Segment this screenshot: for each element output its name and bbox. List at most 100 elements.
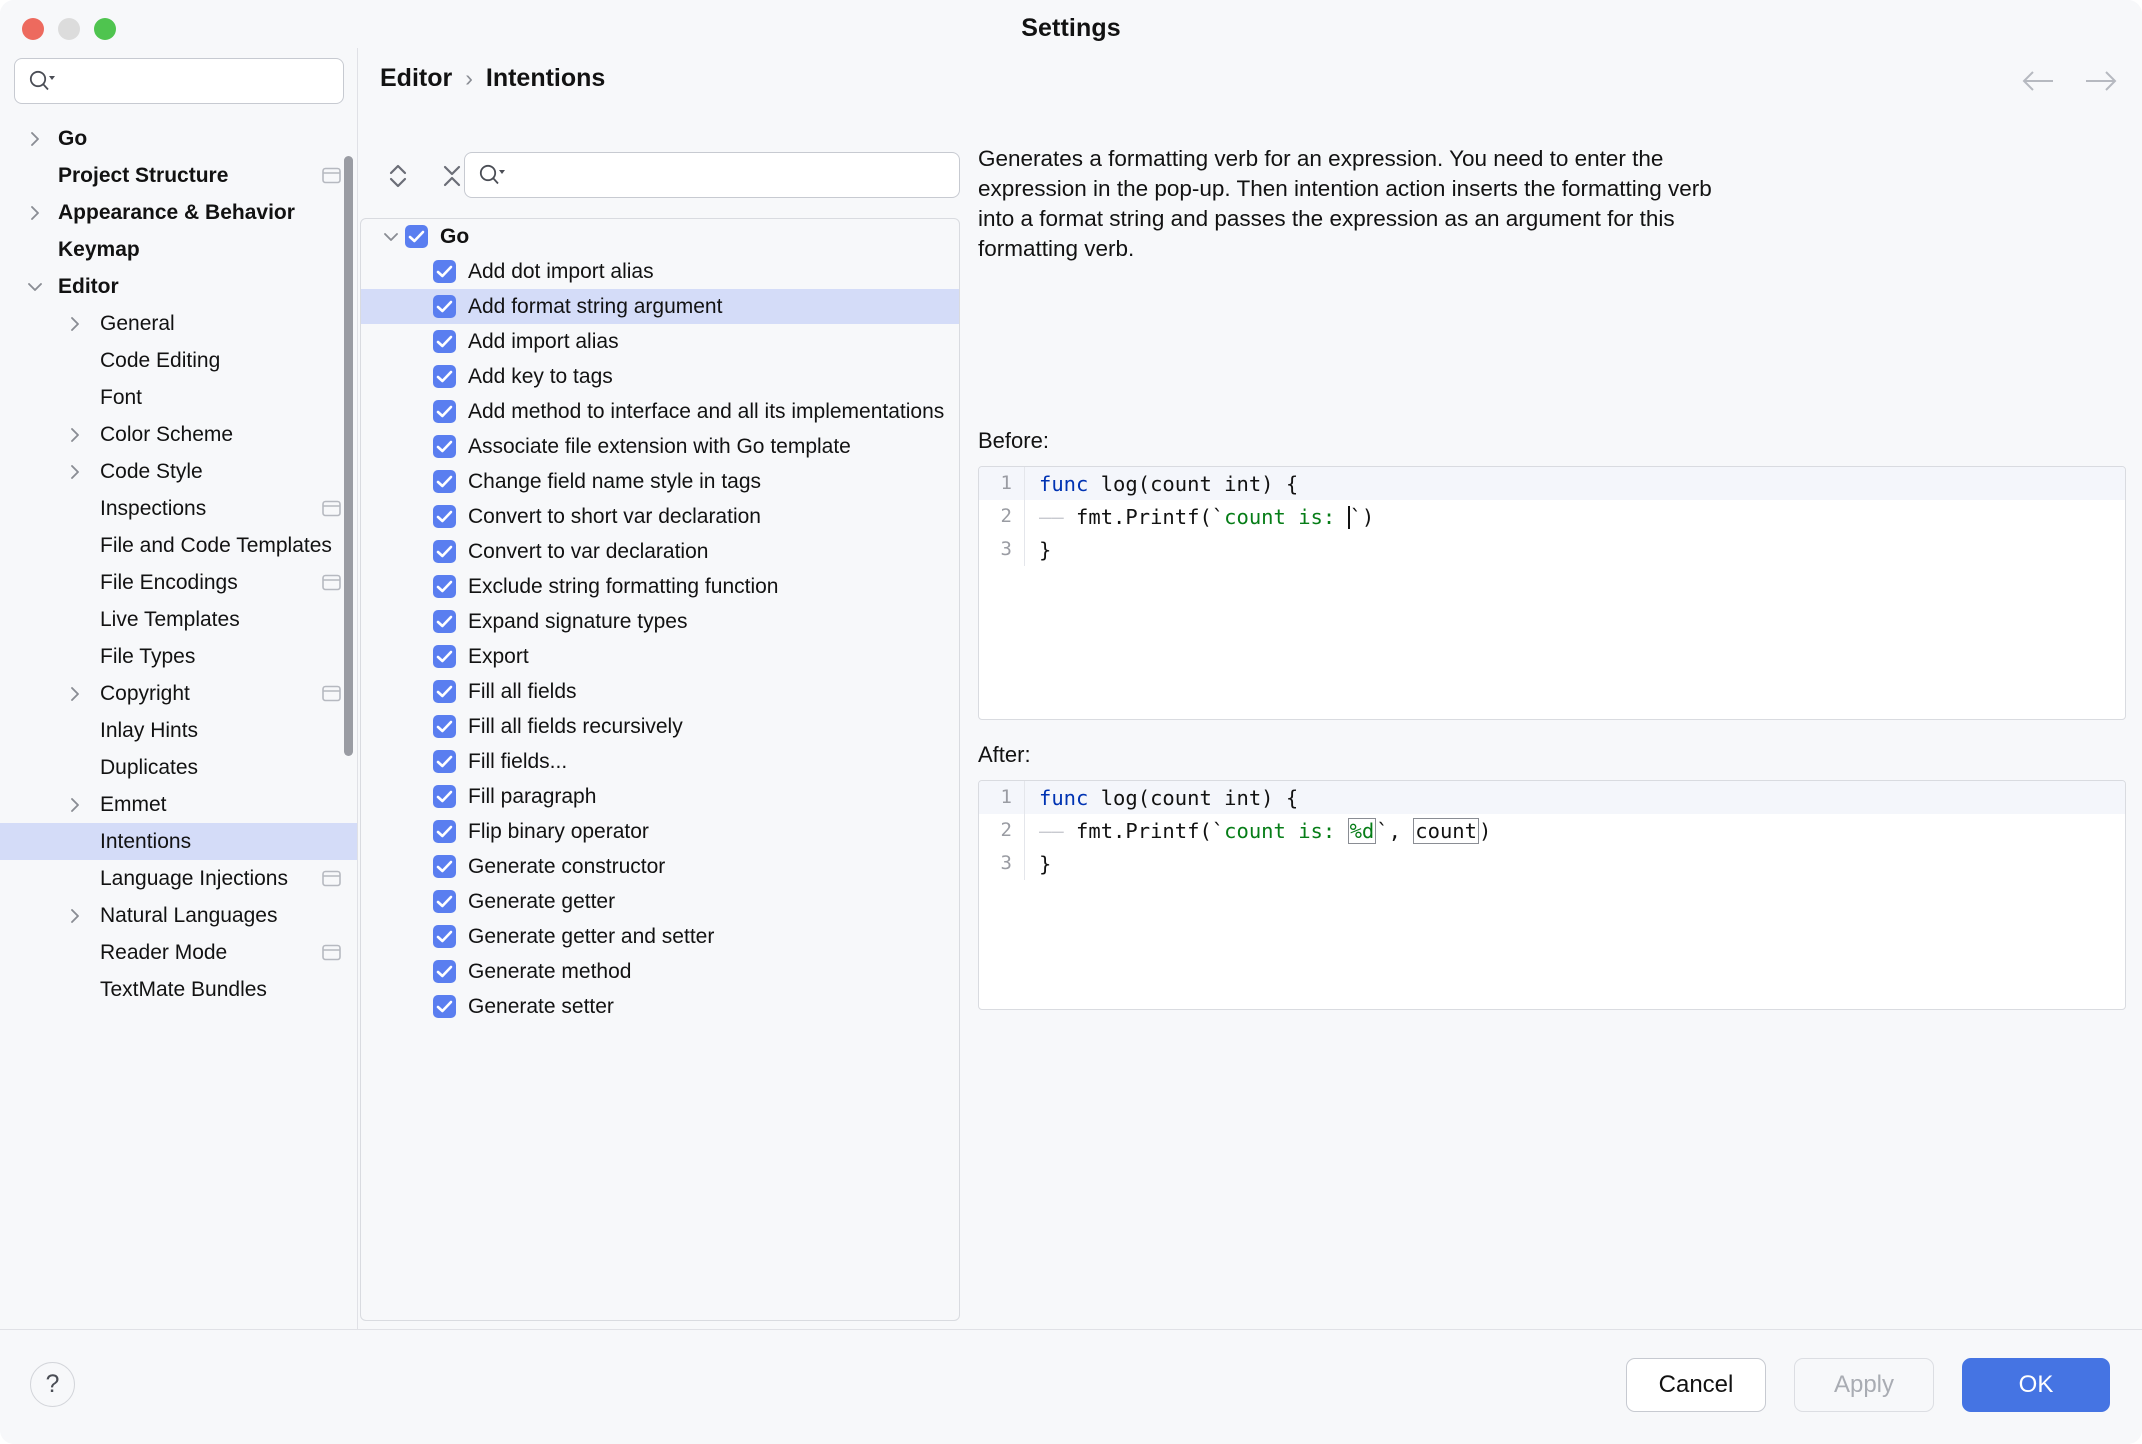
intention-row[interactable]: Add import alias xyxy=(361,324,959,359)
sidebar-item-color-scheme[interactable]: Color Scheme xyxy=(0,416,357,453)
chevron-right-icon[interactable] xyxy=(64,905,86,927)
intention-checkbox[interactable] xyxy=(433,435,456,458)
sidebar-item-language-injections[interactable]: Language Injections xyxy=(0,860,357,897)
sidebar-item-code-style[interactable]: Code Style xyxy=(0,453,357,490)
intention-row[interactable]: Generate getter xyxy=(361,884,959,919)
sidebar-item-editor[interactable]: Editor xyxy=(0,268,357,305)
intention-checkbox[interactable] xyxy=(433,540,456,563)
sidebar-item-duplicates[interactable]: Duplicates xyxy=(0,749,357,786)
sidebar-item-file-types[interactable]: File Types xyxy=(0,638,357,675)
sidebar-item-go[interactable]: Go xyxy=(0,120,357,157)
chevron-right-icon[interactable] xyxy=(64,313,86,335)
intention-row[interactable]: Generate getter and setter xyxy=(361,919,959,954)
sidebar-item-font[interactable]: Font xyxy=(0,379,357,416)
intention-row[interactable]: Exclude string formatting function xyxy=(361,569,959,604)
back-arrow-icon[interactable] xyxy=(2020,68,2058,99)
intention-checkbox[interactable] xyxy=(433,820,456,843)
close-window-button[interactable] xyxy=(22,18,44,40)
collapse-all-icon[interactable] xyxy=(434,158,470,194)
intention-checkbox[interactable] xyxy=(433,785,456,808)
sidebar-item-natural-languages[interactable]: Natural Languages xyxy=(0,897,357,934)
sidebar-item-live-templates[interactable]: Live Templates xyxy=(0,601,357,638)
help-button[interactable]: ? xyxy=(30,1362,75,1407)
sidebar-item-textmate-bundles[interactable]: TextMate Bundles xyxy=(0,971,357,1008)
intentions-search-box[interactable] xyxy=(464,152,960,198)
sidebar-search-box[interactable] xyxy=(14,58,344,104)
sidebar-item-general[interactable]: General xyxy=(0,305,357,342)
intention-row[interactable]: Add key to tags xyxy=(361,359,959,394)
chevron-right-icon[interactable] xyxy=(64,461,86,483)
sidebar-item-inspections[interactable]: Inspections xyxy=(0,490,357,527)
intention-row[interactable]: Generate constructor xyxy=(361,849,959,884)
sidebar-item-emmet[interactable]: Emmet xyxy=(0,786,357,823)
intention-row[interactable]: Associate file extension with Go templat… xyxy=(361,429,959,464)
sidebar-search-input[interactable] xyxy=(57,70,331,92)
sidebar-item-reader-mode[interactable]: Reader Mode xyxy=(0,934,357,971)
breadcrumb-parent[interactable]: Editor xyxy=(380,64,453,92)
sidebar-item-project-structure[interactable]: Project Structure xyxy=(0,157,357,194)
intention-row[interactable]: Fill fields... xyxy=(361,744,959,779)
intention-row[interactable]: Expand signature types xyxy=(361,604,959,639)
intention-row[interactable]: Add format string argument xyxy=(361,289,959,324)
chevron-right-icon[interactable] xyxy=(24,202,46,224)
sidebar-item-file-and-code-templates[interactable]: File and Code Templates xyxy=(0,527,357,564)
intention-checkbox[interactable] xyxy=(433,575,456,598)
chevron-right-icon[interactable] xyxy=(64,683,86,705)
intention-checkbox[interactable] xyxy=(433,400,456,423)
intention-checkbox[interactable] xyxy=(433,890,456,913)
intention-checkbox[interactable] xyxy=(433,995,456,1018)
sidebar-item-code-editing[interactable]: Code Editing xyxy=(0,342,357,379)
intention-row[interactable]: Add dot import alias xyxy=(361,254,959,289)
sidebar-item-intentions[interactable]: Intentions xyxy=(0,823,357,860)
intention-row[interactable]: Fill all fields xyxy=(361,674,959,709)
minimize-window-button[interactable] xyxy=(58,18,80,40)
sidebar-item-copyright[interactable]: Copyright xyxy=(0,675,357,712)
chevron-right-icon[interactable] xyxy=(24,128,46,150)
sidebar-item-file-encodings[interactable]: File Encodings xyxy=(0,564,357,601)
intention-checkbox[interactable] xyxy=(433,470,456,493)
apply-button[interactable]: Apply xyxy=(1794,1358,1934,1412)
cancel-button[interactable]: Cancel xyxy=(1626,1358,1766,1412)
expand-all-icon[interactable] xyxy=(380,158,416,194)
forward-arrow-icon[interactable] xyxy=(2082,68,2120,99)
intention-checkbox[interactable] xyxy=(433,365,456,388)
intention-checkbox[interactable] xyxy=(433,925,456,948)
intention-group-row[interactable]: Go xyxy=(361,219,959,254)
intention-checkbox[interactable] xyxy=(405,225,428,248)
sidebar-item-keymap[interactable]: Keymap xyxy=(0,231,357,268)
intention-row[interactable]: Add method to interface and all its impl… xyxy=(361,394,959,429)
intention-row[interactable]: Flip binary operator xyxy=(361,814,959,849)
intention-checkbox[interactable] xyxy=(433,330,456,353)
intention-checkbox[interactable] xyxy=(433,505,456,528)
sidebar-scrollbar[interactable] xyxy=(344,156,353,756)
ok-button[interactable]: OK xyxy=(1962,1358,2110,1412)
zoom-window-button[interactable] xyxy=(94,18,116,40)
intention-checkbox[interactable] xyxy=(433,610,456,633)
sidebar-item-inlay-hints[interactable]: Inlay Hints xyxy=(0,712,357,749)
intention-row[interactable]: Export xyxy=(361,639,959,674)
intention-row[interactable]: Change field name style in tags xyxy=(361,464,959,499)
intentions-search-input[interactable] xyxy=(507,164,947,186)
sidebar-item-appearance-behavior[interactable]: Appearance & Behavior xyxy=(0,194,357,231)
chevron-down-icon[interactable] xyxy=(24,276,46,298)
intention-row[interactable]: Convert to short var declaration xyxy=(361,499,959,534)
intention-row[interactable]: Fill paragraph xyxy=(361,779,959,814)
intention-checkbox[interactable] xyxy=(433,855,456,878)
intention-checkbox[interactable] xyxy=(433,680,456,703)
intention-checkbox[interactable] xyxy=(433,645,456,668)
chevron-down-icon[interactable] xyxy=(377,226,405,248)
intention-row[interactable]: Generate setter xyxy=(361,989,959,1024)
intention-checkbox[interactable] xyxy=(433,295,456,318)
intention-checkbox[interactable] xyxy=(433,960,456,983)
intention-checkbox[interactable] xyxy=(433,750,456,773)
intention-checkbox[interactable] xyxy=(433,715,456,738)
intention-row[interactable]: Generate method xyxy=(361,954,959,989)
chevron-right-icon[interactable] xyxy=(64,424,86,446)
intention-label: Convert to short var declaration xyxy=(468,504,761,528)
intention-row[interactable]: Fill all fields recursively xyxy=(361,709,959,744)
intention-row[interactable]: Convert to var declaration xyxy=(361,534,959,569)
chevron-right-icon[interactable] xyxy=(64,794,86,816)
intention-checkbox[interactable] xyxy=(433,260,456,283)
